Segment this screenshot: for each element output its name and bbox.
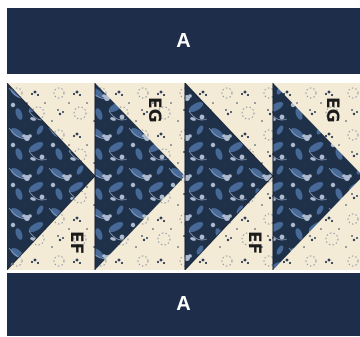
quilt-svg: EG EF EG EF (7, 83, 360, 270)
block-1-bottom-label: EF (66, 231, 86, 254)
flying-geese-row: EG EF EG EF (7, 83, 360, 270)
bottom-band: A (7, 273, 360, 336)
flying-geese-block-2: EG EF (185, 83, 360, 270)
flying-geese-block-1: EG EF (7, 83, 185, 270)
top-band-label: A (176, 30, 190, 53)
block-1-top-label: EG (144, 97, 164, 123)
block-2-top-label: EG (322, 97, 342, 123)
block-2-bottom-label: EF (244, 231, 264, 254)
bottom-band-label: A (176, 293, 190, 316)
top-band: A (7, 8, 360, 74)
